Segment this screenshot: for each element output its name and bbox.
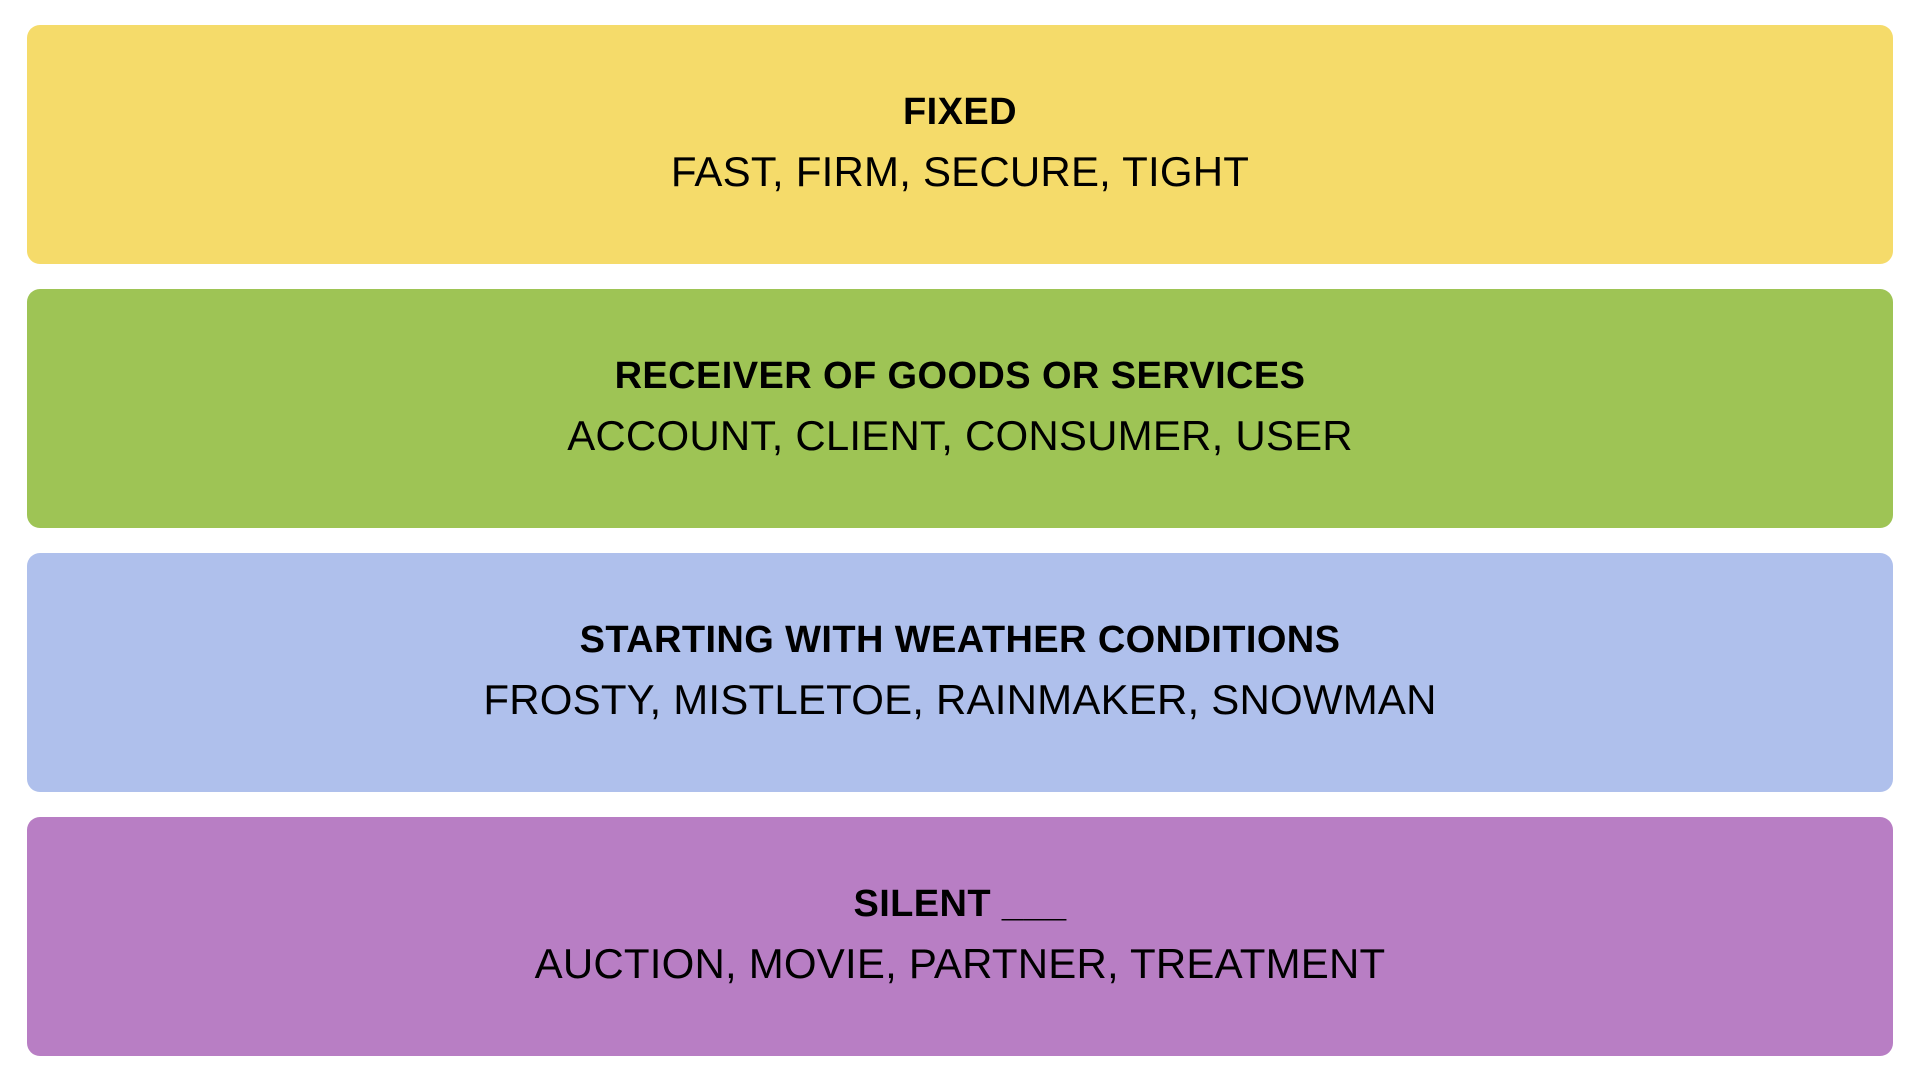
category-title: SILENT ___ bbox=[853, 883, 1067, 926]
category-words: AUCTION, MOVIE, PARTNER, TREATMENT bbox=[534, 940, 1386, 988]
category-title: RECEIVER OF GOODS OR SERVICES bbox=[614, 355, 1306, 398]
category-words: FAST, FIRM, SECURE, TIGHT bbox=[670, 148, 1250, 196]
category-band-green: RECEIVER OF GOODS OR SERVICES ACCOUNT, C… bbox=[27, 289, 1893, 528]
category-words: FROSTY, MISTLETOE, RAINMAKER, SNOWMAN bbox=[483, 676, 1437, 724]
category-band-purple: SILENT ___ AUCTION, MOVIE, PARTNER, TREA… bbox=[27, 817, 1893, 1056]
category-band-blue: STARTING WITH WEATHER CONDITIONS FROSTY,… bbox=[27, 553, 1893, 792]
category-title: STARTING WITH WEATHER CONDITIONS bbox=[579, 619, 1341, 662]
category-title: FIXED bbox=[903, 91, 1017, 134]
category-band-yellow: FIXED FAST, FIRM, SECURE, TIGHT bbox=[27, 25, 1893, 264]
category-words: ACCOUNT, CLIENT, CONSUMER, USER bbox=[567, 412, 1353, 460]
